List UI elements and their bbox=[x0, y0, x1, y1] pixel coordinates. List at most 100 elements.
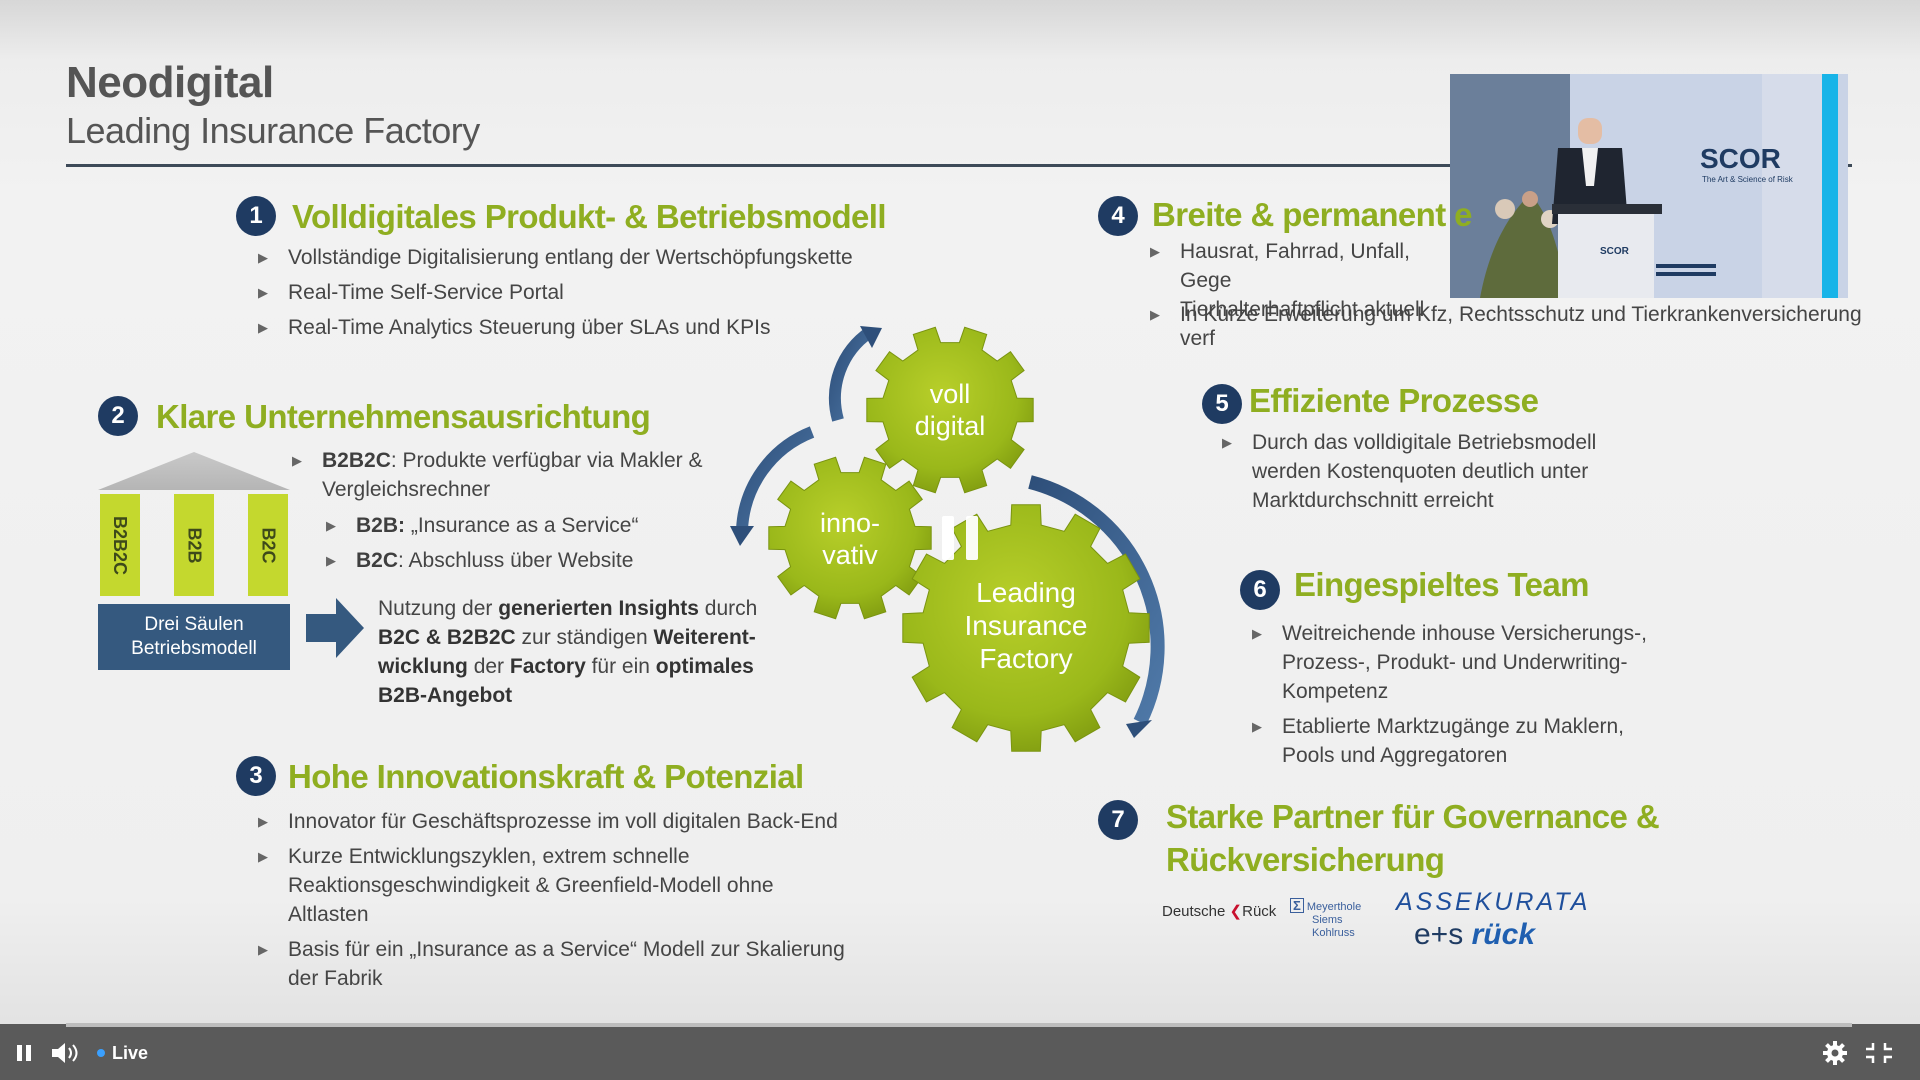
insight-bold: optimales B2B-Angebot bbox=[378, 655, 754, 707]
cycle-arrow-right bbox=[1028, 475, 1165, 726]
gear-icon bbox=[1823, 1041, 1847, 1065]
pillar-b2b2c: B2B2C bbox=[100, 494, 140, 596]
list-item: Innovator für Geschäftsprozesse im voll … bbox=[258, 807, 858, 836]
gear-innovativ bbox=[768, 456, 932, 620]
gear-main-line2: Insurance bbox=[965, 610, 1088, 641]
section-heading-2: Klare Unternehmensausrichtung bbox=[156, 398, 651, 435]
deutsche-rueck-logo: Deutsche ❮Rück bbox=[1162, 902, 1276, 920]
logo-swoosh: ❮ bbox=[1229, 903, 1243, 920]
list-item: In Kürze Erweiterung um Kfz, Rechtsschut… bbox=[1150, 300, 1862, 329]
list-item: Basis für ein „Insurance as a Service“ M… bbox=[258, 935, 858, 993]
gear-leading-insurance-factory bbox=[902, 504, 1150, 752]
section-heading-4: Breite & permanent e bbox=[1152, 196, 1473, 233]
list-item: Durch das volldigitale Betriebsmodell we… bbox=[1222, 428, 1602, 515]
list-item: B2B2C: Produkte verfügbar via Makler & V… bbox=[292, 446, 722, 504]
podium-brand: SCOR bbox=[1600, 246, 1630, 257]
live-label: Live bbox=[112, 1042, 149, 1063]
title-divider bbox=[66, 164, 1852, 167]
cycle-arrow-head bbox=[860, 326, 882, 348]
scor-logo: SCOR bbox=[1700, 143, 1781, 174]
logo-text: rück bbox=[1471, 918, 1535, 951]
insight-bold: generierten Insights bbox=[498, 597, 699, 620]
insight-part: zur ständigen bbox=[515, 626, 654, 649]
section-number-2: 2 bbox=[98, 396, 138, 436]
b2b2c-label: B2B2C bbox=[322, 449, 391, 472]
section-number-5: 5 bbox=[1202, 384, 1242, 424]
presentation-slide: Neodigital Leading Insurance Factory 1 V… bbox=[0, 0, 1920, 1024]
section-heading-7-line2: Rückversicherung bbox=[1166, 841, 1445, 878]
gear-main-line3: Factory bbox=[979, 643, 1072, 674]
gear-top-line1: voll bbox=[930, 379, 971, 409]
pause-overlay-icon[interactable] bbox=[942, 516, 982, 560]
live-dot bbox=[97, 1049, 105, 1057]
pillar-label: B2B2C bbox=[110, 515, 131, 575]
cycle-arrow-head bbox=[730, 526, 754, 546]
section-heading-5: Effiziente Prozesse bbox=[1249, 382, 1539, 419]
gear-shape bbox=[902, 504, 1150, 752]
insight-bold: Weiterent-wicklung bbox=[378, 626, 756, 678]
pause-button[interactable] bbox=[14, 1038, 34, 1068]
pillar-b2c: B2C bbox=[248, 494, 288, 596]
section-2-sub-bullets: B2B: „Insurance as a Service“ B2C: Absch… bbox=[326, 511, 726, 581]
slide-title: Neodigital bbox=[66, 58, 274, 107]
settings-button[interactable] bbox=[1822, 1038, 1848, 1068]
section-number-3: 3 bbox=[236, 756, 276, 796]
arrow-right-icon bbox=[306, 598, 364, 658]
cycle-arrow-left bbox=[736, 426, 815, 531]
section-heading-1: Volldigitales Produkt- & Betriebsmodell bbox=[292, 198, 887, 235]
exit-fullscreen-button[interactable] bbox=[1864, 1038, 1894, 1068]
player-control-bar bbox=[0, 1024, 1920, 1080]
list-item: Hausrat, Fahrrad, Unfall, GegeTierhalter… bbox=[1150, 237, 1450, 353]
gear-main-line1: Leading bbox=[976, 577, 1076, 608]
section-heading-3: Hohe Innovationskraft & Potenzial bbox=[288, 758, 804, 795]
section-5-bullets: Durch das volldigitale Betriebsmodell we… bbox=[1222, 428, 1602, 521]
section-3-bullets: Innovator für Geschäftsprozesse im voll … bbox=[258, 807, 858, 999]
section-number-6: 6 bbox=[1240, 570, 1280, 610]
pillar-label: B2B bbox=[184, 526, 205, 564]
pillar-base: Drei Säulen Betriebsmodell bbox=[98, 604, 290, 670]
section-heading-6: Eingespieltes Team bbox=[1294, 566, 1589, 603]
sigma-icon: Σ bbox=[1290, 898, 1304, 913]
pillar-label: B2C bbox=[258, 526, 279, 564]
gear-shape bbox=[768, 456, 932, 620]
slide-subtitle: Leading Insurance Factory bbox=[66, 110, 480, 151]
insight-bold: B2C & B2B2C bbox=[378, 626, 516, 649]
live-indicator[interactable]: Live bbox=[97, 1038, 148, 1068]
section-number-4: 4 bbox=[1098, 196, 1138, 236]
b2b2c-text: : Produkte verfügbar via Makler & Vergle… bbox=[322, 449, 703, 501]
section-4-bullets: Hausrat, Fahrrad, Unfall, GegeTierhalter… bbox=[1150, 237, 1450, 359]
b2b-label: B2B: bbox=[356, 514, 406, 537]
pillar-roof bbox=[98, 452, 290, 490]
logo-text: Rück bbox=[1242, 903, 1277, 920]
section-number-7: 7 bbox=[1098, 800, 1138, 840]
list-item: B2B: „Insurance as a Service“ bbox=[326, 511, 726, 540]
pillar-b2b: B2B bbox=[174, 494, 214, 596]
list-item: Kurze Entwicklungszyklen, extrem schnell… bbox=[258, 842, 858, 929]
insight-part: Nutzung der bbox=[378, 597, 499, 620]
section-4-bullets-extra: In Kürze Erweiterung um Kfz, Rechtsschut… bbox=[1150, 300, 1862, 335]
section-heading-7-line1: Starke Partner für Governance & bbox=[1166, 798, 1660, 835]
progress-bar[interactable] bbox=[66, 1023, 1852, 1027]
logo-text: Kohlruss bbox=[1312, 927, 1355, 939]
b2c-text: : Abschluss über Website bbox=[398, 549, 634, 572]
cycle-arrow-top bbox=[828, 327, 874, 422]
insight-bold: Factory bbox=[509, 655, 586, 678]
pillar-base-label: Drei Säulen Betriebsmodell bbox=[131, 614, 257, 659]
section-2-bullets: B2B2C: Produkte verfügbar via Makler & V… bbox=[292, 446, 722, 510]
b2b-text: „Insurance as a Service“ bbox=[405, 514, 639, 537]
b2c-label: B2C bbox=[356, 549, 399, 572]
volume-icon bbox=[52, 1043, 78, 1063]
speaker-video-inset: SCOR SCOR The Art & Science of Risk bbox=[1450, 74, 1848, 298]
scor-tagline: The Art & Science of Risk bbox=[1702, 175, 1794, 184]
list-item: Real-Time Analytics Steuerung über SLAs … bbox=[258, 313, 878, 342]
logo-text: Meyerthole bbox=[1306, 901, 1362, 913]
volume-button[interactable] bbox=[50, 1038, 84, 1068]
list-item: Weitreichende inhouse Versicherungs-, Pr… bbox=[1252, 619, 1652, 706]
speaker-video-frame: SCOR SCOR The Art & Science of Risk bbox=[1450, 74, 1848, 298]
list-item: B2C: Abschluss über Website bbox=[326, 546, 726, 575]
logo-text: Siems bbox=[1312, 914, 1343, 926]
list-item: Etablierte Marktzugänge zu Maklern, Pool… bbox=[1252, 712, 1652, 770]
gear-top-line2: digital bbox=[915, 411, 986, 441]
